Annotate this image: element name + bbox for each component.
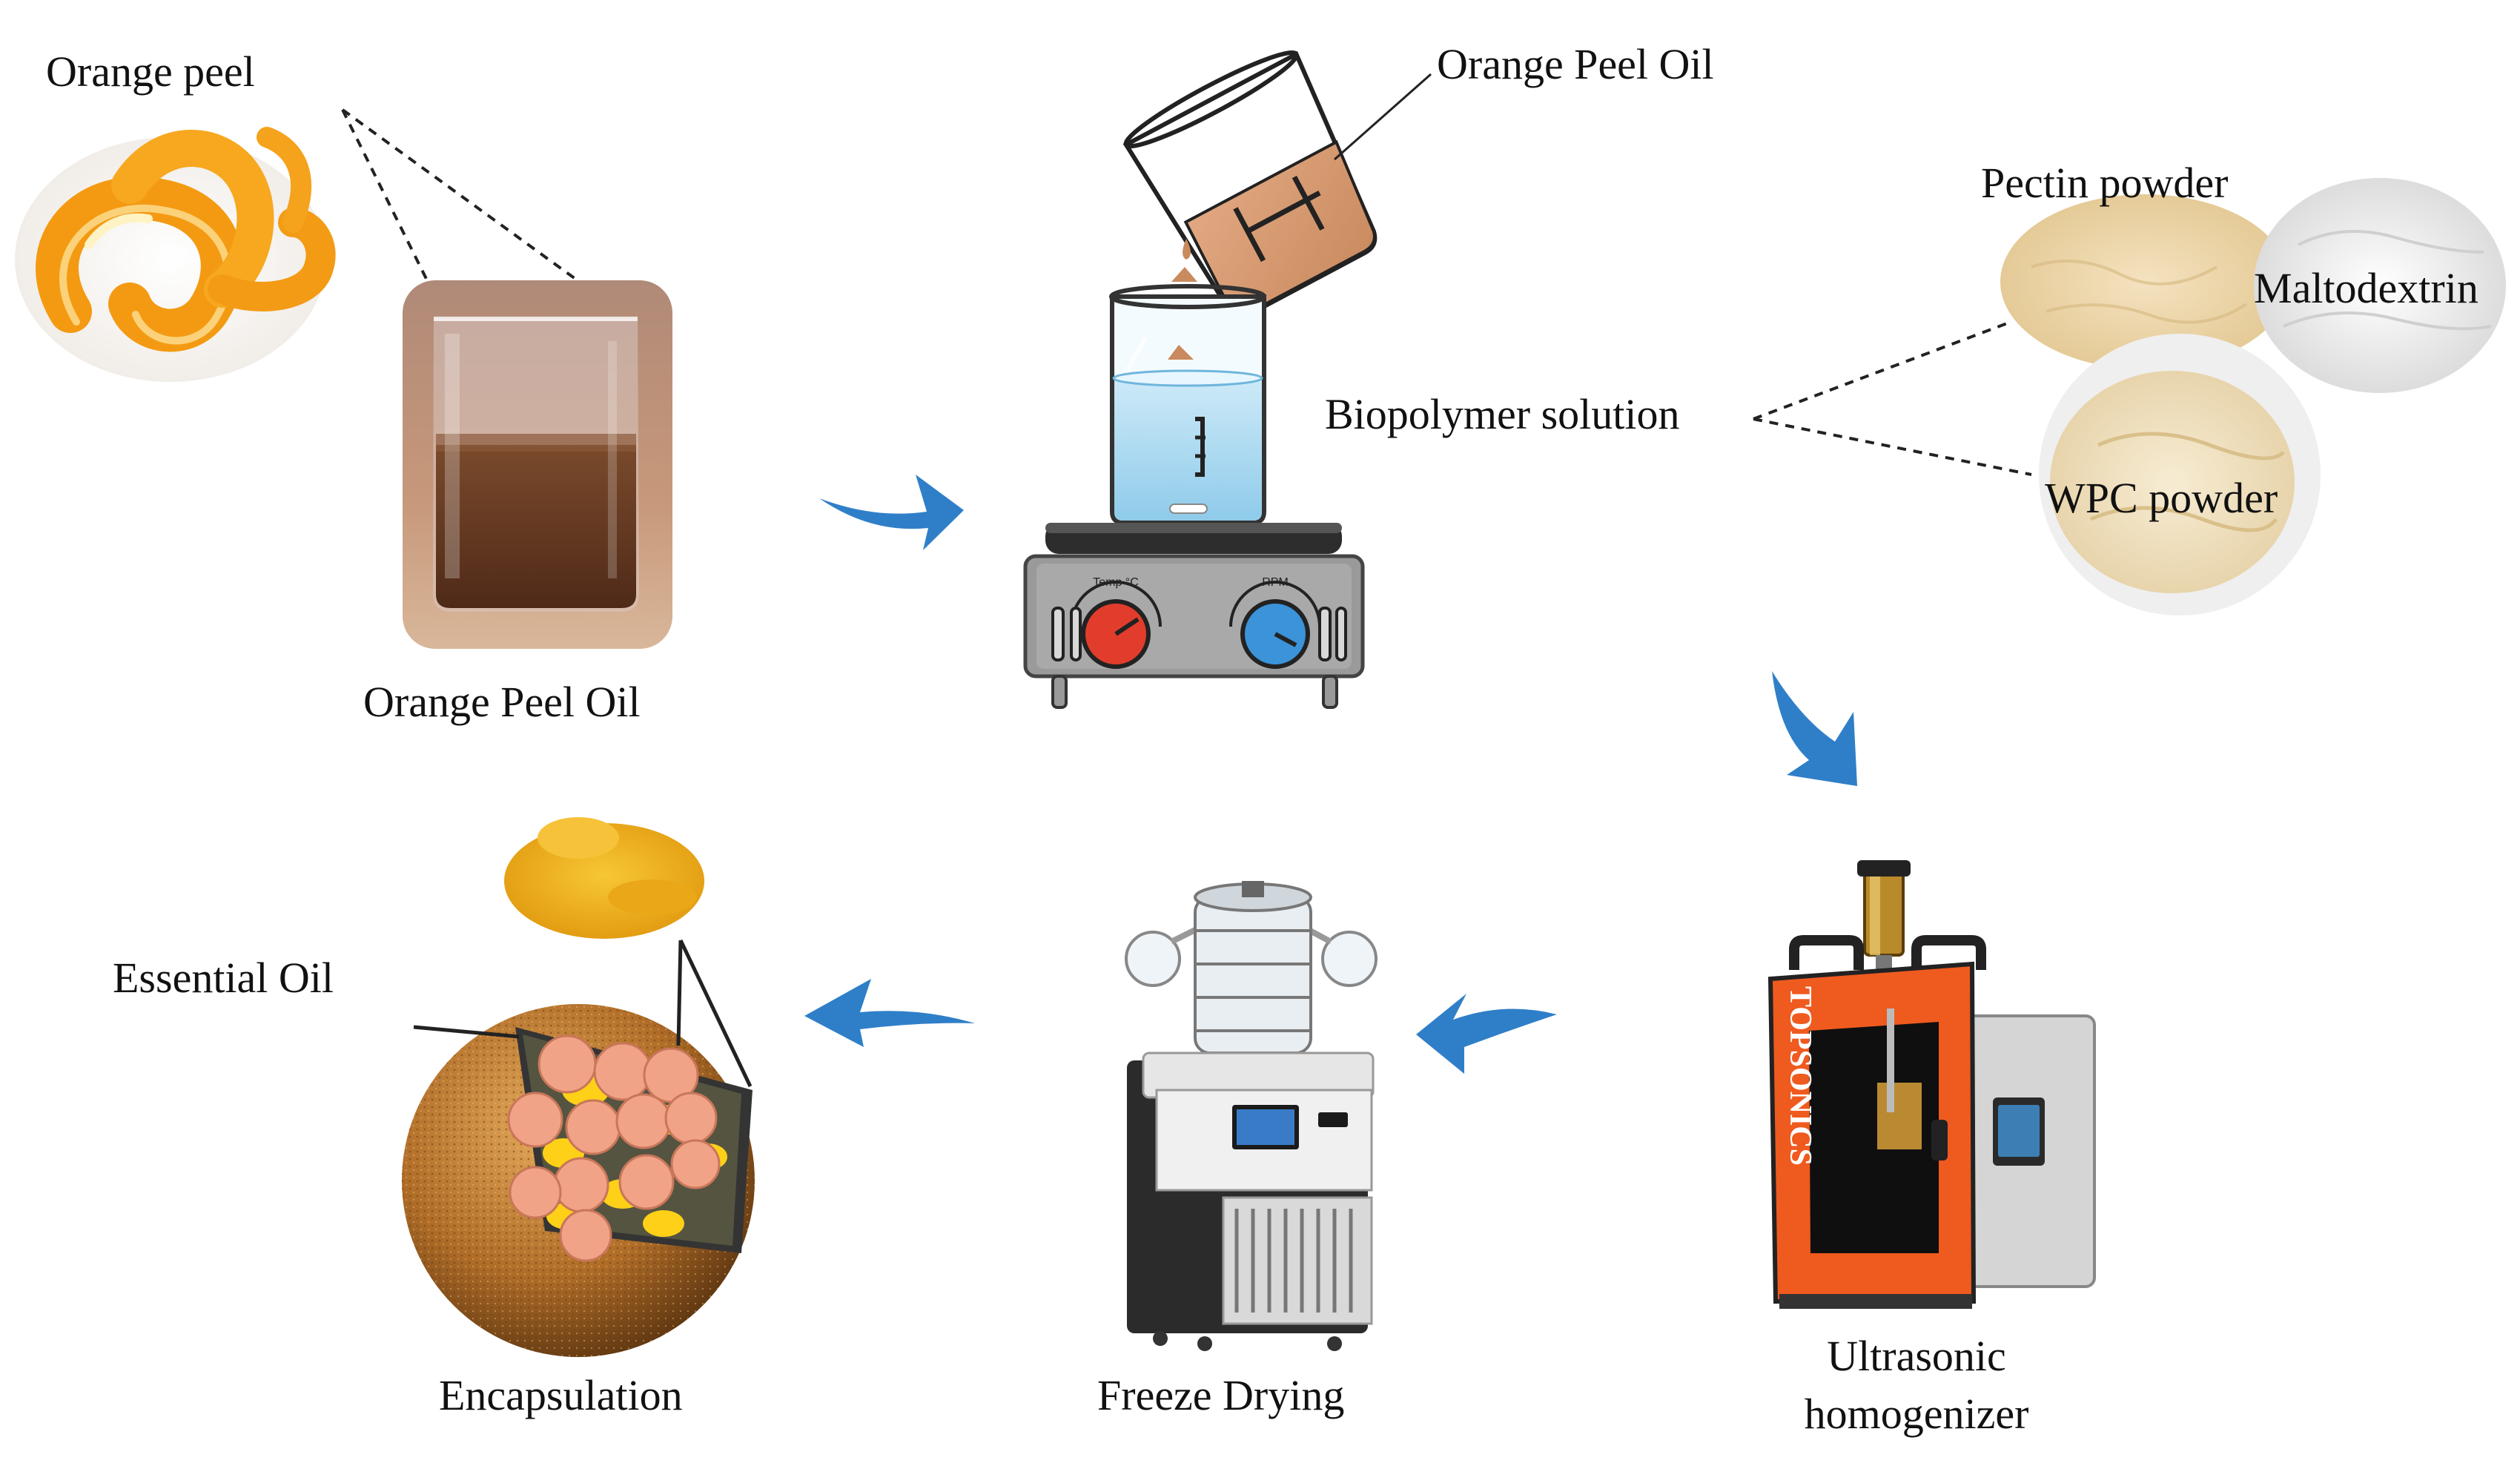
freeze-drying-label: Freeze Drying: [1097, 1371, 1345, 1419]
maltodextrin-label: Maltodextrin: [2254, 264, 2478, 312]
pectin-powder-label: Pectin powder: [1981, 159, 2229, 207]
ultrasonic-label-line2: homogenizer: [1804, 1390, 2029, 1439]
wpc-powder-label: WPC powder: [2045, 474, 2278, 522]
peel-connector-lines: [341, 108, 577, 284]
magnetic-stirrer: Temp °C RPM: [1023, 284, 1365, 709]
biopolymer-solution-label: Biopolymer solution: [1325, 390, 1680, 438]
homogenizer-brand-text: TOPSONICS: [1783, 986, 1817, 1166]
stirrer-left-knob-label: Temp °C: [1093, 576, 1139, 589]
arrow-left-icon: [1416, 994, 1557, 1074]
ultrasonic-label-line1: Ultrasonic: [1827, 1332, 2006, 1380]
oil-label-leader: [1334, 73, 1432, 161]
orange-peel-label: Orange peel: [46, 47, 255, 96]
orange-peel-image: [15, 127, 336, 382]
freeze-dryer: [1125, 881, 1378, 1351]
orange-peel-oil-photo-label: Orange Peel Oil: [363, 678, 641, 726]
stirrer-right-knob-label: RPM: [1262, 576, 1289, 589]
orange-peel-oil-pour-label: Orange Peel Oil: [1437, 40, 1714, 88]
encapsulation-label: Encapsulation: [439, 1371, 683, 1419]
essential-oil-label: Essential Oil: [113, 954, 334, 1002]
biopolymer-connector-lines: [1753, 321, 2032, 476]
pectin-powder-image: [2000, 194, 2289, 369]
arrow-right-icon: [819, 475, 964, 550]
ultrasonic-homogenizer: TOPSONICS: [1767, 860, 2096, 1309]
pouring-beaker: [1122, 50, 1378, 319]
encapsulation-sphere: [402, 817, 755, 1357]
orange-peel-oil-photo: [403, 280, 672, 649]
wpc-powder-image: [2039, 334, 2321, 615]
arrow-down-icon: [1772, 671, 1857, 786]
ultrasonic-homogenizer-label: Ultrasonic homogenizer: [1761, 1327, 2072, 1444]
arrow-left-icon: [804, 979, 975, 1047]
maltodextrin-image: [2254, 178, 2506, 393]
flow-arrows: [804, 475, 1857, 1074]
